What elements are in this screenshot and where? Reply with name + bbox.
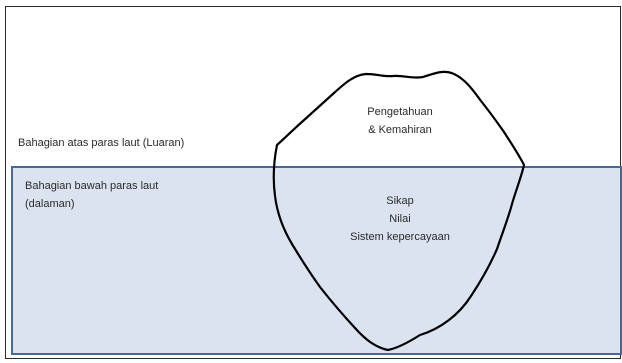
below-sea-level-label: Bahagian bawah paras laut (dalaman): [25, 177, 158, 213]
iceberg-bottom-line1: Sikap: [386, 195, 414, 207]
iceberg-top-line2: & Kemahiran: [368, 124, 432, 136]
iceberg-bottom-line2: Nilai: [389, 213, 411, 225]
below-sea-level-region: [11, 166, 622, 355]
iceberg-top-line1: Pengetahuan: [367, 106, 433, 118]
iceberg-path: [272, 70, 526, 352]
iceberg-top-text: Pengetahuan & Kemahiran: [360, 103, 440, 139]
above-sea-level-label: Bahagian atas paras laut (Luaran): [18, 137, 185, 149]
below-sea-level-label-line1: Bahagian bawah paras laut: [25, 180, 159, 192]
iceberg-bottom-text: Sikap Nilai Sistem kepercayaan: [340, 192, 460, 246]
iceberg-bottom-line3: Sistem kepercayaan: [350, 231, 450, 243]
below-sea-level-label-line2: (dalaman): [25, 198, 75, 210]
